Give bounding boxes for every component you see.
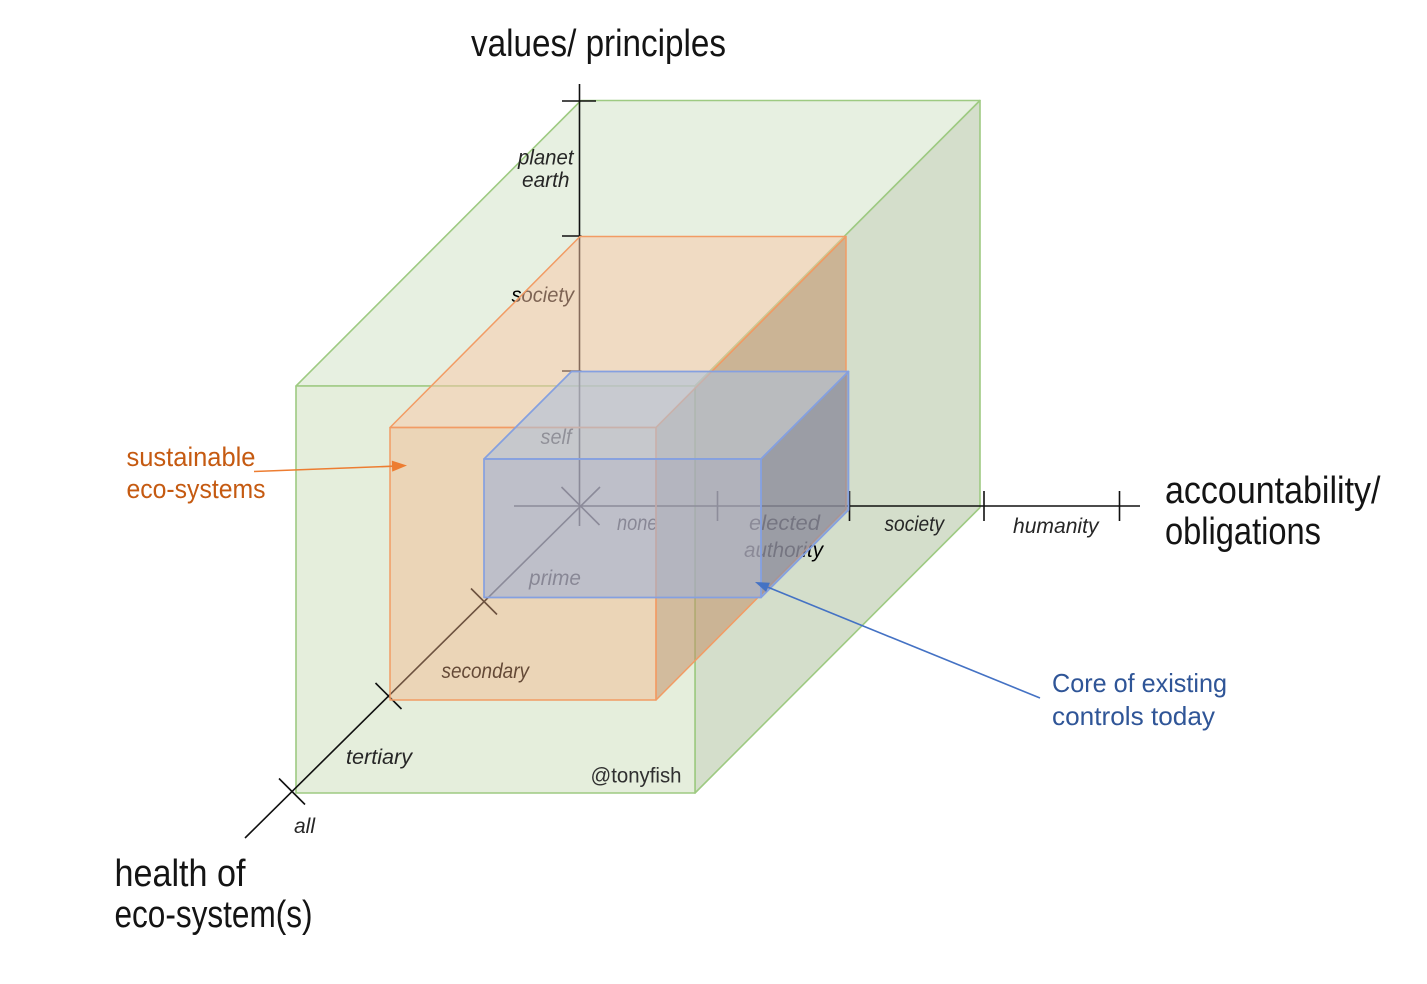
svg-text:tertiary: tertiary (346, 746, 414, 769)
svg-text:obligations: obligations (1165, 511, 1321, 553)
svg-text:secondary: secondary (442, 660, 531, 683)
svg-text:all: all (294, 815, 316, 838)
svg-text:society: society (885, 513, 946, 536)
svg-text:accountability/: accountability/ (1165, 470, 1381, 512)
svg-text:eco-systems: eco-systems (127, 474, 266, 504)
svg-text:eco-system(s): eco-system(s) (115, 894, 313, 936)
svg-text:sustainable: sustainable (127, 442, 256, 472)
svg-text:health of: health of (115, 853, 246, 895)
svg-text:values/ principles: values/ principles (471, 23, 726, 65)
svg-text:Core of existing: Core of existing (1052, 668, 1227, 698)
svg-text:humanity: humanity (1013, 515, 1100, 538)
svg-text:earth: earth (522, 169, 570, 192)
svg-text:@tonyfish: @tonyfish (591, 765, 682, 788)
svg-text:planet: planet (517, 147, 575, 170)
svg-text:controls today: controls today (1052, 701, 1215, 731)
